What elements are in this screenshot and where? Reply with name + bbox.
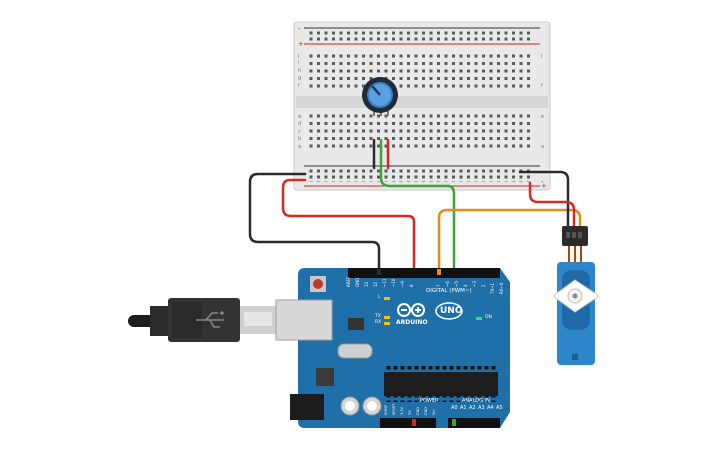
- pin-contacts: [377, 269, 456, 426]
- row-letter: e: [298, 114, 301, 120]
- row-letter: c: [298, 129, 301, 135]
- pin-label: ~5: [454, 281, 459, 287]
- digital-header-label: DIGITAL (PWM~): [426, 288, 472, 294]
- pin-label: ~3: [472, 281, 477, 287]
- rx-led-label: RX: [375, 320, 382, 325]
- pin-label: 8: [409, 284, 414, 287]
- pin-label: A4: [487, 405, 494, 411]
- row-letter: a: [298, 144, 301, 150]
- pin-label: A5: [496, 405, 503, 411]
- pin-label: ~11: [382, 278, 387, 287]
- wire-servo-signal[interactable]: [437, 208, 582, 274]
- pin-label: GND: [424, 406, 428, 415]
- wire-servo-gnd[interactable]: [518, 170, 570, 232]
- pin-label: ~9: [400, 281, 405, 287]
- pin-label: A0: [451, 405, 458, 411]
- row-letter: h: [298, 68, 301, 74]
- row-letter: j: [297, 53, 299, 59]
- arduino-infinity-logo-icon: [397, 303, 425, 317]
- tx-led: [384, 316, 390, 319]
- pin-label: TX→1: [490, 282, 495, 294]
- power-header-label: POWER: [420, 398, 439, 404]
- pin-label: ~10: [391, 278, 396, 287]
- row-letter: f: [298, 83, 300, 89]
- pin-label: 5V: [408, 410, 412, 415]
- wire-gnd[interactable]: [248, 172, 381, 274]
- upper-terminal-strip[interactable]: [308, 52, 534, 90]
- crystal: [337, 343, 373, 359]
- tx-led-label: TX: [375, 314, 381, 319]
- pin-label: 7: [436, 284, 441, 287]
- analog-header-label: ANALOG IN: [462, 398, 490, 404]
- rail-plus-sign: +: [541, 182, 547, 190]
- pin-label: ~6: [445, 281, 450, 287]
- pin-label: 3.3V: [400, 407, 404, 415]
- servo-motor-icon[interactable]: [552, 226, 600, 365]
- wires[interactable]: [248, 138, 582, 428]
- rail-plus-sign: +: [298, 40, 304, 48]
- breadboard[interactable]: [293, 21, 551, 191]
- row-letter: e: [541, 114, 544, 120]
- pin-label: GND: [416, 406, 420, 415]
- potentiometer-icon[interactable]: [362, 77, 398, 116]
- pin-label: RX←0: [499, 282, 504, 294]
- rail-signs: - + - +: [298, 25, 547, 190]
- row-letter: a: [541, 144, 544, 150]
- power-jack[interactable]: [290, 394, 324, 420]
- pin-label: AREF: [346, 276, 351, 287]
- row-letter: g: [298, 75, 301, 81]
- arduino-uno-board[interactable]: [275, 268, 510, 428]
- usb-chip: [348, 318, 364, 330]
- rail-minus-sign: -: [541, 178, 544, 186]
- bottom-power-rail[interactable]: [308, 168, 534, 182]
- usb-plug-icon[interactable]: [128, 298, 276, 342]
- pin-label: 4: [463, 284, 468, 287]
- pin-label: IOREF: [384, 404, 388, 415]
- pin-label: A1: [460, 405, 467, 411]
- pin-label: 12: [373, 281, 378, 287]
- center-channel: [296, 96, 548, 108]
- pin-label: Vin: [432, 409, 436, 415]
- usb-socket[interactable]: [275, 299, 333, 341]
- on-led-label: ON: [485, 315, 492, 320]
- row-letter: d: [298, 121, 301, 127]
- atmega-chip: [384, 372, 498, 396]
- uno-model-label: UNO: [440, 306, 463, 316]
- wire-5v[interactable]: [281, 178, 416, 428]
- row-letter: j: [540, 53, 542, 59]
- rail-minus-sign: -: [298, 25, 301, 33]
- pin-label: RESET: [392, 403, 396, 415]
- reset-button[interactable]: [313, 279, 323, 289]
- pin-label: GND: [355, 277, 360, 287]
- voltage-regulator: [316, 368, 334, 386]
- rx-led: [384, 322, 390, 325]
- pin-label: 2: [481, 284, 486, 287]
- row-letter: b: [298, 136, 301, 142]
- row-letter: i: [298, 60, 299, 66]
- breadboard-row-letters: j i h g f e d c b a j f e a: [297, 53, 544, 150]
- top-power-rail[interactable]: [308, 30, 534, 42]
- wire-servo-vcc[interactable]: [528, 181, 576, 232]
- pin-label: A3: [478, 405, 485, 411]
- uno-badge: [435, 302, 463, 320]
- pin-label: 13: [364, 281, 369, 287]
- l-led-label: L: [378, 295, 381, 300]
- l-led: [384, 297, 390, 300]
- wire-pot-signal-a0[interactable]: [379, 138, 456, 428]
- row-letter: f: [541, 83, 543, 89]
- on-led: [476, 317, 482, 320]
- arduino-brand-label: ARDUINO: [396, 319, 428, 326]
- lower-terminal-strip[interactable]: [308, 112, 534, 152]
- pin-label: A2: [469, 405, 476, 411]
